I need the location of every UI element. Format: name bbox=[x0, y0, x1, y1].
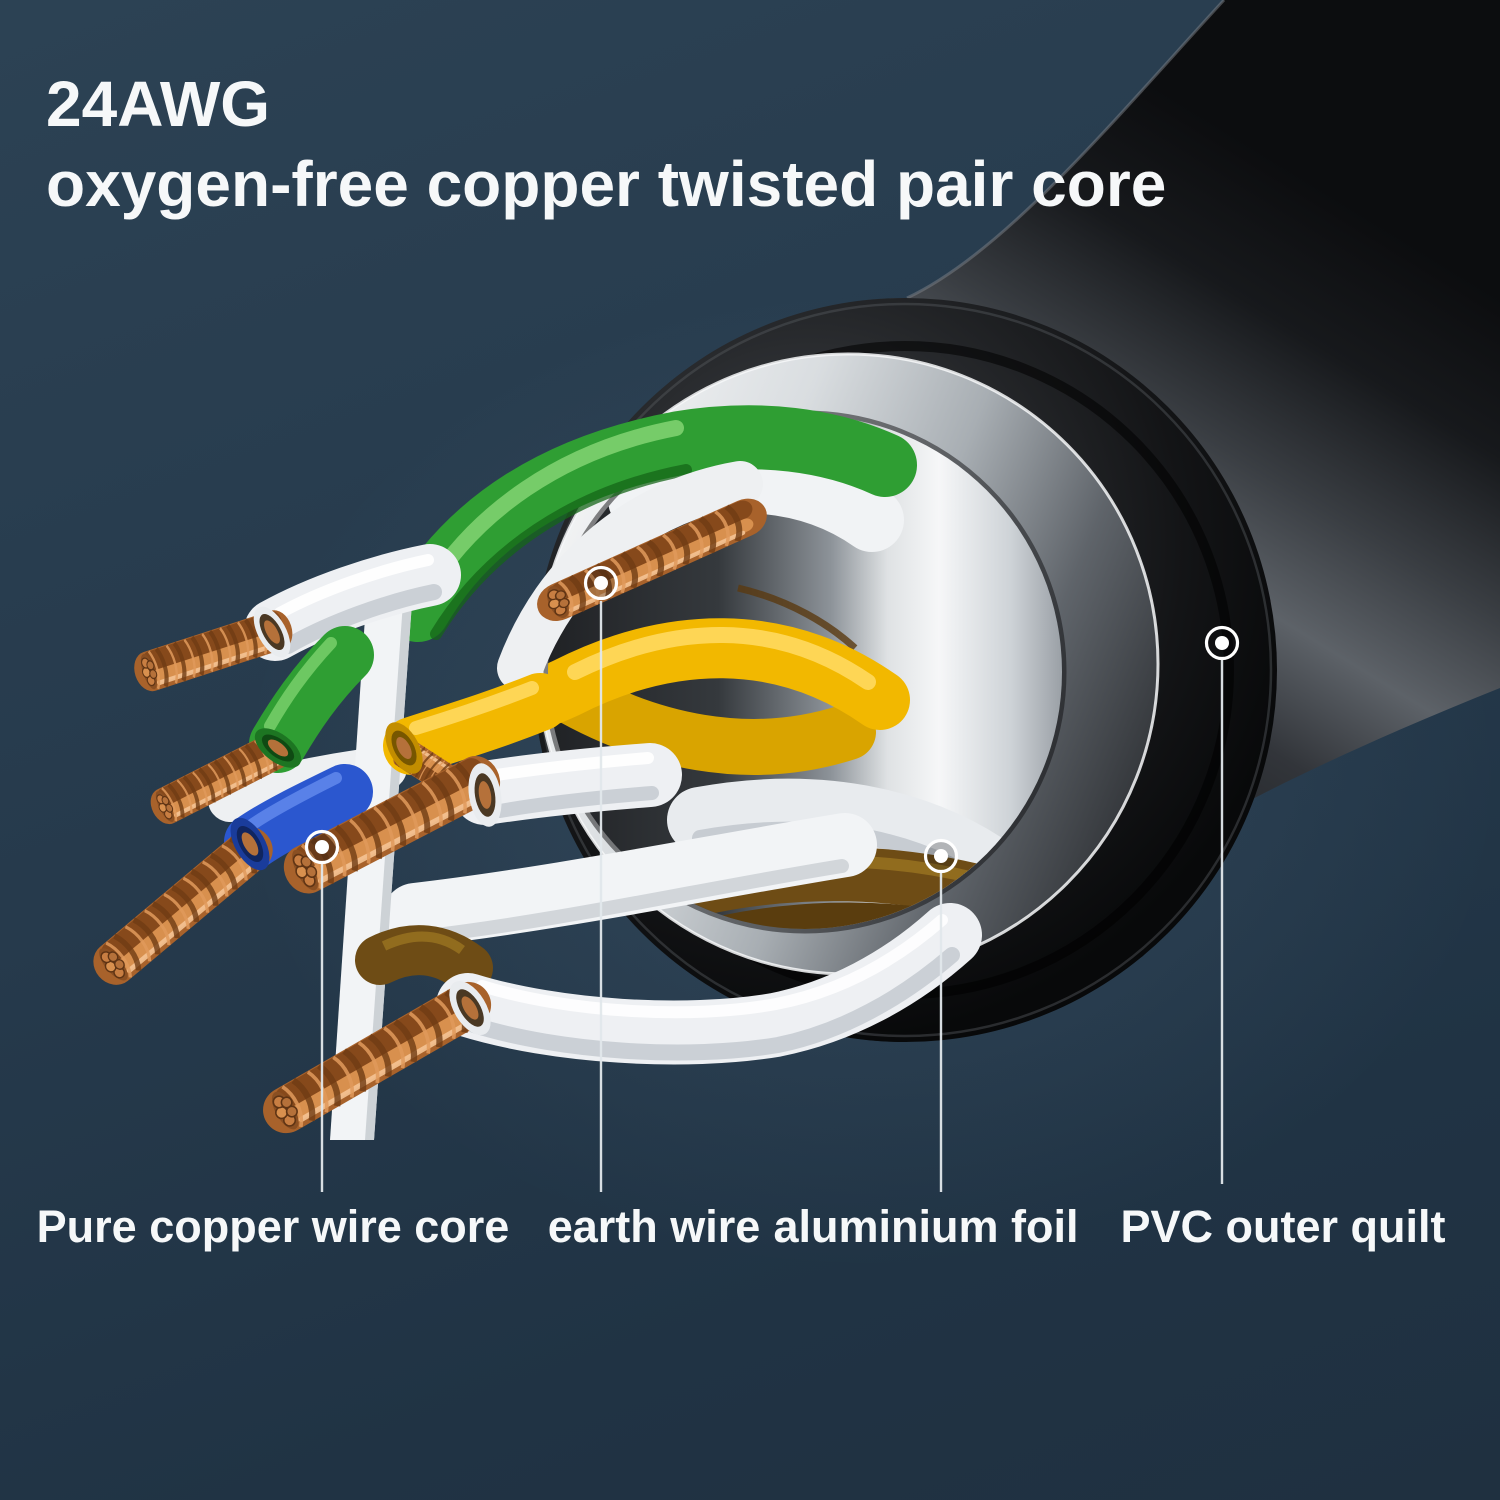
brown-wire-stub bbox=[355, 925, 493, 993]
twisted-pair-blue bbox=[93, 764, 373, 986]
blue-wire-cut-mouth bbox=[230, 817, 270, 871]
callout-label-pvc-outer-quilt: PVC outer quilt bbox=[1120, 1201, 1446, 1252]
twisted-pair-white-middle bbox=[286, 758, 682, 895]
page-title: 24AWG oxygen-free copper twisted pair co… bbox=[46, 64, 1166, 224]
white-bottom-cut-mouth bbox=[449, 980, 491, 1036]
twisted-pair-white bbox=[137, 544, 461, 692]
callout-label-aluminium-foil: aluminium foil bbox=[773, 1201, 1079, 1252]
spline-wing-upper bbox=[497, 461, 763, 691]
callout-label-pure-copper-wire-core: Pure copper wire core bbox=[36, 1201, 510, 1252]
spline-wing-right bbox=[383, 813, 877, 947]
white-wire-cut-mouth bbox=[253, 606, 291, 658]
white-middle-cut-mouth bbox=[468, 763, 502, 827]
callout-markers bbox=[304, 565, 1240, 874]
title-line-2: oxygen-free copper twisted pair core bbox=[46, 148, 1167, 220]
callout-marker-aluminium-foil bbox=[923, 838, 959, 874]
twisted-pair-white-bottom bbox=[266, 903, 982, 1135]
title-line-1: 24AWG bbox=[46, 68, 271, 140]
yellow-wire-interior bbox=[548, 618, 910, 775]
callout-marker-earth-wire bbox=[583, 565, 619, 601]
callout-marker-pvc-outer-quilt bbox=[1204, 625, 1240, 661]
callout-lines bbox=[320, 601, 1224, 1192]
twisted-pair-yellow bbox=[378, 673, 569, 804]
twisted-pair-green bbox=[152, 626, 374, 825]
callout-label-earth-wire: earth wire bbox=[547, 1201, 761, 1252]
yellow-wire-cut-mouth bbox=[385, 722, 423, 774]
cable-rim-light bbox=[906, 0, 1226, 300]
callout-marker-pure-copper-wire-core bbox=[304, 829, 340, 865]
green-wire-cut-mouth bbox=[254, 728, 302, 768]
